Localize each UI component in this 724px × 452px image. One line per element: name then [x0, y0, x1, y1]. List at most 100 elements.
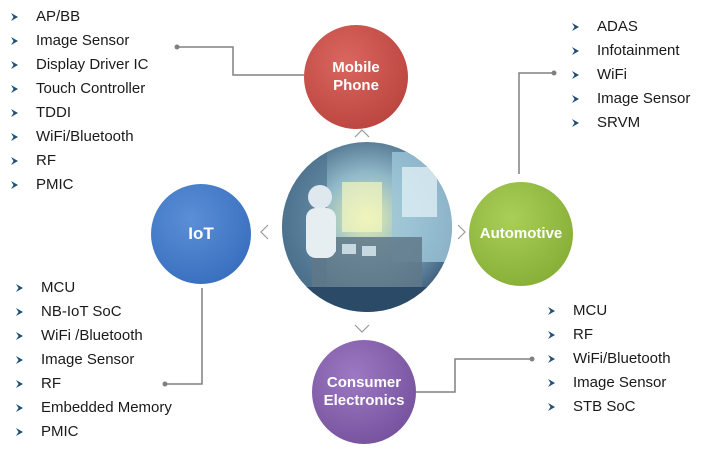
- chevron-right-icon: [16, 404, 23, 412]
- chevron-right-icon: [11, 13, 18, 21]
- chevron-right-icon: [16, 308, 23, 316]
- chevron-right-icon: [548, 379, 555, 387]
- iot-node: IoT: [151, 184, 251, 284]
- chevron-right-icon: [11, 157, 18, 165]
- list-item: RF: [545, 323, 671, 347]
- chevron-right-icon: [11, 133, 18, 141]
- list-item: WiFi /Bluetooth: [13, 324, 172, 348]
- list-item-label: NB-IoT SoC: [41, 303, 122, 320]
- list-item: Image Sensor: [13, 348, 172, 372]
- list-item-label: TDDI: [36, 104, 71, 121]
- connector-dot-iot: [162, 381, 168, 387]
- list-item: MCU: [13, 276, 172, 300]
- chevron-up-icon: [354, 129, 370, 138]
- mobile-node-line1: Mobile: [332, 59, 380, 76]
- list-item: STB SoC: [545, 395, 671, 419]
- list-item-label: Display Driver IC: [36, 56, 149, 73]
- list-item-label: STB SoC: [573, 398, 636, 415]
- chevron-right-icon: [572, 95, 579, 103]
- chevron-right-icon: [11, 181, 18, 189]
- list-item-label: PMIC: [36, 176, 74, 193]
- iot-node-label: IoT: [188, 223, 214, 243]
- chevron-right-icon: [572, 23, 579, 31]
- list-item-label: Image Sensor: [573, 374, 667, 391]
- chevron-right-icon: [16, 380, 23, 388]
- list-item-label: WiFi: [597, 66, 627, 83]
- list-item-label: MCU: [573, 302, 608, 319]
- list-item: RF: [8, 149, 149, 173]
- list-item-label: ADAS: [597, 18, 638, 35]
- list-item: SRVM: [569, 111, 690, 135]
- consumer-node-line2: Electronics: [323, 392, 405, 409]
- list-item: AP/BB: [8, 5, 149, 29]
- chevron-right-icon: [572, 47, 579, 55]
- list-item: Display Driver IC: [8, 53, 149, 77]
- list-item-label: SRVM: [597, 114, 641, 131]
- connector-automotive: [518, 72, 554, 174]
- list-item-label: Embedded Memory: [41, 399, 172, 416]
- list-item-label: Infotainment: [597, 42, 680, 59]
- consumer-node-line1: Consumer: [326, 374, 402, 391]
- chevron-right-icon: [572, 71, 579, 79]
- connector-dot-automotive: [551, 70, 557, 76]
- cleanroom-photo: [282, 142, 452, 312]
- connector-consumer: [416, 358, 532, 393]
- connector-dot-consumer: [529, 356, 535, 362]
- list-item: Image Sensor: [569, 87, 690, 111]
- list-item: WiFi/Bluetooth: [545, 347, 671, 371]
- list-item: ADAS: [569, 15, 690, 39]
- list-item: Image Sensor: [8, 29, 149, 53]
- list-item: PMIC: [13, 420, 172, 444]
- automotive-node: Automotive: [469, 182, 573, 286]
- list-item-label: MCU: [41, 279, 76, 296]
- list-item-label: Image Sensor: [597, 90, 691, 107]
- list-item: TDDI: [8, 101, 149, 125]
- automotive-node-label: Automotive: [479, 225, 563, 242]
- chevron-right-icon: [16, 356, 23, 364]
- list-item-label: Image Sensor: [41, 351, 135, 368]
- list-item: Infotainment: [569, 39, 690, 63]
- chevron-right-icon: [11, 61, 18, 69]
- chevron-right-icon: [11, 109, 18, 117]
- mobile-phone-node: Mobile Phone: [304, 25, 408, 129]
- list-item-label: RF: [41, 375, 61, 392]
- chevron-right-icon: [11, 85, 18, 93]
- list-item: Embedded Memory: [13, 396, 172, 420]
- list-item-label: AP/BB: [36, 8, 81, 25]
- list-item-label: RF: [573, 326, 593, 343]
- list-item: NB-IoT SoC: [13, 300, 172, 324]
- connector-dot-mobile: [174, 44, 180, 50]
- list-item-label: WiFi /Bluetooth: [41, 327, 143, 344]
- chevron-right-icon: [457, 224, 466, 240]
- list-item-label: Image Sensor: [36, 32, 130, 49]
- mobile-node-line2: Phone: [333, 77, 379, 94]
- chevron-right-icon: [16, 284, 23, 292]
- list-item-label: PMIC: [41, 423, 79, 440]
- list-item: RF: [13, 372, 172, 396]
- list-item-label: WiFi/Bluetooth: [573, 350, 671, 367]
- connector-mobile: [177, 46, 304, 76]
- chevron-left-icon: [260, 224, 269, 240]
- list-item-label: Touch Controller: [36, 80, 146, 97]
- list-item: Image Sensor: [545, 371, 671, 395]
- chevron-right-icon: [548, 355, 555, 363]
- list-item-label: WiFi/Bluetooth: [36, 128, 134, 145]
- list-item: WiFi: [569, 63, 690, 87]
- chevron-right-icon: [572, 119, 579, 127]
- list-item: MCU: [545, 299, 671, 323]
- list-item: Touch Controller: [8, 77, 149, 101]
- list-item-label: RF: [36, 152, 56, 169]
- chevron-right-icon: [548, 403, 555, 411]
- chevron-right-icon: [548, 307, 555, 315]
- chevron-right-icon: [16, 428, 23, 436]
- connector-iot: [165, 288, 203, 385]
- chevron-right-icon: [548, 331, 555, 339]
- chevron-right-icon: [11, 37, 18, 45]
